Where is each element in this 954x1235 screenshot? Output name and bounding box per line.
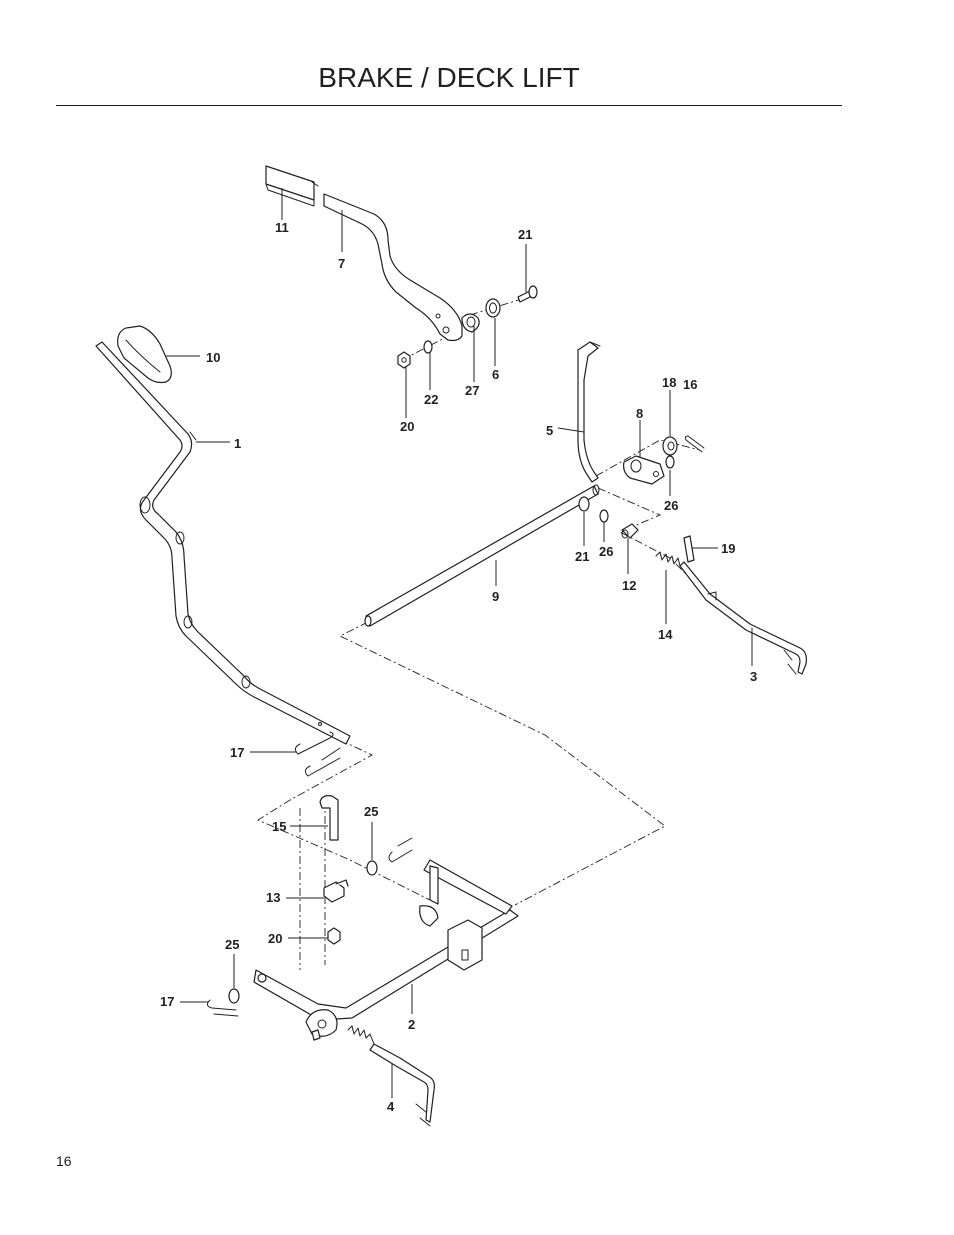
- spring-14: [655, 551, 685, 567]
- callout-20: 20: [268, 931, 282, 946]
- leader-lines: [166, 188, 753, 1098]
- callout-16: 16: [683, 377, 697, 392]
- washer-26-lower: [599, 509, 609, 523]
- hairpin-clip-17-upper: [294, 731, 341, 777]
- callout-6: 6: [492, 367, 499, 382]
- callout-24: 22: [424, 392, 438, 407]
- ferrule-12: [621, 523, 639, 539]
- bolt-23: [517, 285, 538, 303]
- callout-15: 15: [272, 819, 286, 834]
- title-divider: [56, 105, 842, 106]
- callout-22: 20: [400, 419, 414, 434]
- cotter-pin-16: [684, 435, 705, 453]
- brake-rod-3: [679, 561, 807, 675]
- callout-18: 18: [662, 375, 676, 390]
- callout-17-upper: 17: [230, 745, 244, 760]
- callout-2: 2: [408, 1017, 415, 1032]
- washer-26-upper: [665, 455, 675, 469]
- cross-shaft: [364, 484, 600, 627]
- brake-bracket: [623, 455, 665, 485]
- hairpin-clip-upper-right: [388, 837, 413, 863]
- washer-25-lower: [228, 988, 240, 1004]
- spacer-27: [461, 313, 480, 333]
- lift-handle-knob: [117, 325, 172, 384]
- callout-8: 8: [636, 406, 643, 421]
- callout-27: 27: [465, 383, 479, 398]
- callout-25-upper: 25: [364, 804, 378, 819]
- deck-lift-rod-4: [347, 1025, 435, 1127]
- callout-4: 4: [387, 1099, 395, 1114]
- callout-21: 21: [575, 549, 589, 564]
- callout-5: 5: [546, 423, 553, 438]
- trunnion-13: [323, 879, 349, 903]
- brake-rod: [577, 341, 601, 483]
- brake-pedal-pad: [265, 165, 319, 207]
- callout-23: 21: [518, 227, 532, 242]
- callout-25-lower: 25: [225, 937, 239, 952]
- deck-lift-lever: [95, 341, 351, 745]
- bushing-18: [662, 436, 678, 456]
- page-title: BRAKE / DECK LIFT: [318, 62, 580, 93]
- nut-22: [397, 351, 411, 369]
- nut-20: [327, 927, 341, 945]
- callout-3: 3: [750, 669, 757, 684]
- brake-pedal-arm: [323, 193, 463, 342]
- bushing-6: [485, 298, 501, 318]
- callout-10: 10: [206, 350, 220, 365]
- callout-19: 19: [721, 541, 735, 556]
- washer-25-upper: [366, 860, 378, 876]
- callout-7: 7: [338, 256, 345, 271]
- callout-26-upper: 26: [664, 498, 678, 513]
- callout-numbers: 10 1 11 7 21 6 27 22 20 5 8 18 16 26 21 …: [160, 220, 757, 1114]
- page-number: 16: [56, 1153, 72, 1169]
- callout-9: 9: [492, 589, 499, 604]
- callout-14: 14: [658, 627, 673, 642]
- lift-link-15: [319, 795, 339, 841]
- hairpin-clip-17-lower: [206, 999, 239, 1017]
- alignment-lines: [257, 297, 713, 970]
- callout-12: 12: [622, 578, 636, 593]
- washer-24: [423, 340, 433, 354]
- callout-11: 11: [275, 220, 289, 235]
- callout-13: 13: [266, 890, 280, 905]
- callout-26-lower: 26: [599, 544, 613, 559]
- bushing-21: [578, 496, 590, 512]
- callout-1: 1: [234, 436, 241, 451]
- pin-19: [683, 535, 695, 563]
- callout-17-lower: 17: [160, 994, 174, 1009]
- deck-lift-shaft: [253, 859, 519, 1041]
